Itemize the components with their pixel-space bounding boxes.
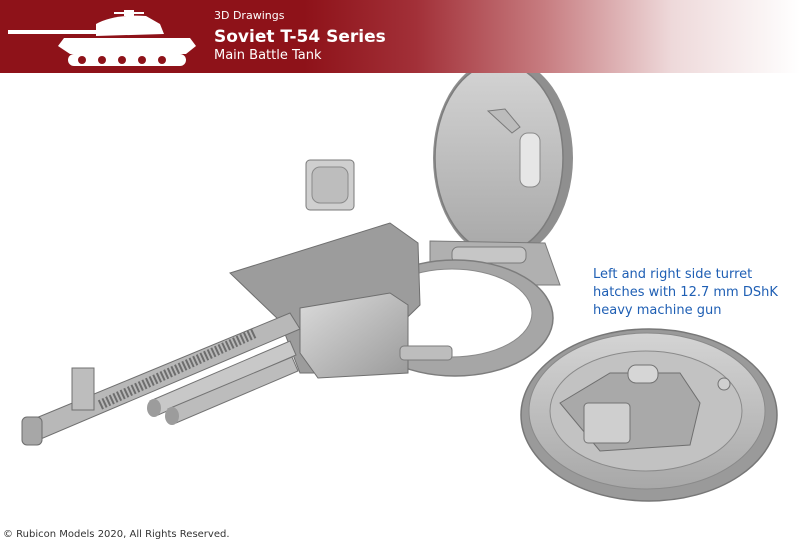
page-title: Soviet T-54 Series — [214, 27, 386, 47]
caption-line: hatches with 12.7 mm DShK — [593, 285, 778, 300]
header-kicker: 3D Drawings — [214, 9, 285, 22]
caption-text: Left and right side turret hatches with … — [593, 266, 793, 320]
copyright-footer: © Rubicon Models 2020, All Rights Reserv… — [3, 529, 230, 540]
closed-hatch — [520, 328, 778, 502]
gun-mount — [229, 159, 453, 379]
header-banner: 3D Drawings Soviet T-54 Series Main Batt… — [0, 0, 800, 73]
machine-gun-barrel — [21, 312, 301, 446]
tank-silhouette-icon — [8, 10, 196, 66]
caption-line: heavy machine gun — [593, 303, 722, 318]
open-hatch-lid — [433, 73, 573, 258]
page-subtitle: Main Battle Tank — [214, 48, 322, 63]
hatch-and-machine-gun-render — [21, 73, 778, 502]
caption-line: Left and right side turret — [593, 267, 753, 282]
